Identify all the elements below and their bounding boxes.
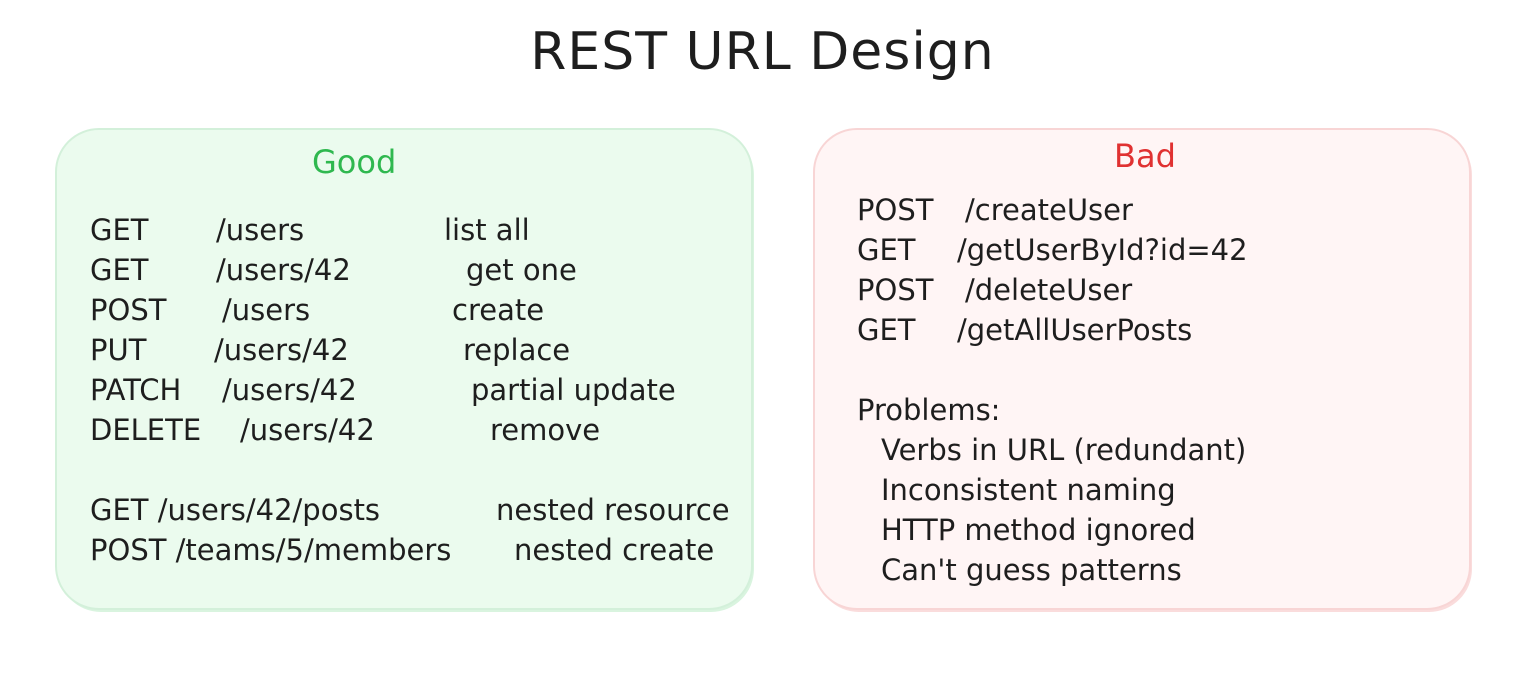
bad-problems-label: Problems: bbox=[857, 393, 1001, 427]
good-row-path: /users bbox=[216, 213, 305, 247]
good-row-method: POST bbox=[90, 293, 167, 327]
bad-problem-item: Can't guess patterns bbox=[881, 553, 1182, 587]
bad-problem-item: Inconsistent naming bbox=[881, 473, 1176, 507]
good-nested-url: GET /users/42/posts bbox=[90, 493, 381, 527]
good-row-method: PATCH bbox=[90, 373, 182, 407]
bad-row-method: POST bbox=[857, 273, 934, 307]
good-row-method: GET bbox=[90, 253, 149, 287]
good-nested-desc: nested resource bbox=[496, 493, 730, 527]
bad-row-path: /deleteUser bbox=[965, 273, 1133, 307]
good-row-desc: create bbox=[452, 293, 545, 327]
bad-row-path: /getAllUserPosts bbox=[957, 313, 1193, 347]
bad-row-method: GET bbox=[857, 233, 916, 267]
good-row-desc: remove bbox=[490, 413, 601, 447]
good-row-path: /users/42 bbox=[216, 253, 351, 287]
good-panel-heading: Good bbox=[312, 143, 397, 181]
good-row-desc: get one bbox=[466, 253, 577, 287]
good-row-path: /users/42 bbox=[222, 373, 357, 407]
bad-row-method: GET bbox=[857, 313, 916, 347]
bad-panel-heading: Bad bbox=[1114, 137, 1176, 175]
bad-problem-item: Verbs in URL (redundant) bbox=[881, 433, 1247, 467]
bad-row-method: POST bbox=[857, 193, 934, 227]
good-row-desc: replace bbox=[463, 333, 571, 367]
good-row-path: /users/42 bbox=[240, 413, 375, 447]
good-row-method: DELETE bbox=[90, 413, 202, 447]
good-panel bbox=[55, 128, 753, 610]
good-row-path: /users bbox=[222, 293, 311, 327]
good-row-desc: partial update bbox=[471, 373, 676, 407]
good-nested-url: POST /teams/5/members bbox=[90, 533, 452, 567]
bad-row-path: /getUserById?id=42 bbox=[957, 233, 1248, 267]
good-row-method: PUT bbox=[90, 333, 147, 367]
diagram-title: REST URL Design bbox=[530, 22, 995, 82]
bad-problem-item: HTTP method ignored bbox=[881, 513, 1196, 547]
bad-row-path: /createUser bbox=[965, 193, 1133, 227]
good-nested-desc: nested create bbox=[514, 533, 715, 567]
bad-panel bbox=[813, 128, 1471, 610]
good-row-path: /users/42 bbox=[214, 333, 349, 367]
good-row-desc: list all bbox=[444, 213, 530, 247]
good-row-method: GET bbox=[90, 213, 149, 247]
